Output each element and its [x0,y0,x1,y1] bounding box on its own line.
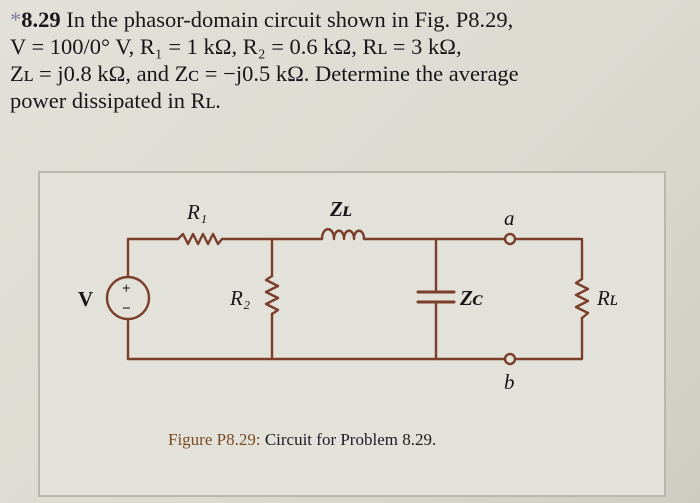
problem-line-1: *8.29 In the phasor-domain circuit shown… [10,6,682,33]
label-v: V [78,287,93,311]
top-wire-rl [513,237,584,281]
label-a: a [504,206,515,230]
source-bottom-lead [126,317,274,361]
label-zl: Zʟ [329,197,352,221]
voltage-source-icon [105,275,151,321]
problem-line-4: power dissipated in Rʟ. [10,88,221,113]
figure-caption: Figure P8.29: Circuit for Problem 8.29. [168,430,436,450]
r1-resistor [176,232,224,246]
label-plus: + [122,281,131,297]
problem-line-1-text: In the phasor-domain circuit shown in Fi… [66,7,514,32]
figure-box [38,171,666,497]
caption-label: Figure P8.29: [168,430,261,449]
problem-line-2: V = 100/0° V, R₁ = 1 kΩ, R₂ = 0.6 kΩ, Rʟ… [10,34,462,59]
zl-inductor [320,228,366,241]
rl-resistor [574,277,590,320]
r2-resistor [264,274,280,316]
top-wire-left [126,237,180,279]
label-zc: Zᴄ [459,286,483,310]
problem-line-3: Zʟ = j0.8 kΩ, and Zᴄ = −j0.5 kΩ. Determi… [10,61,519,86]
caption-text: Circuit for Problem 8.29. [264,430,437,449]
label-b: b [504,370,515,394]
star-marker: * [10,7,22,32]
label-rl: Rʟ [596,286,618,310]
problem-number: 8.29 [21,7,61,32]
label-r1: R₁ [186,200,207,224]
terminal-b [503,352,517,366]
problem-statement: *8.29 In the phasor-domain circuit shown… [10,6,682,114]
terminal-a [503,232,517,246]
label-minus: − [122,301,131,317]
label-r2: R₂ [229,286,250,310]
bottom-wire-rl [513,316,584,361]
